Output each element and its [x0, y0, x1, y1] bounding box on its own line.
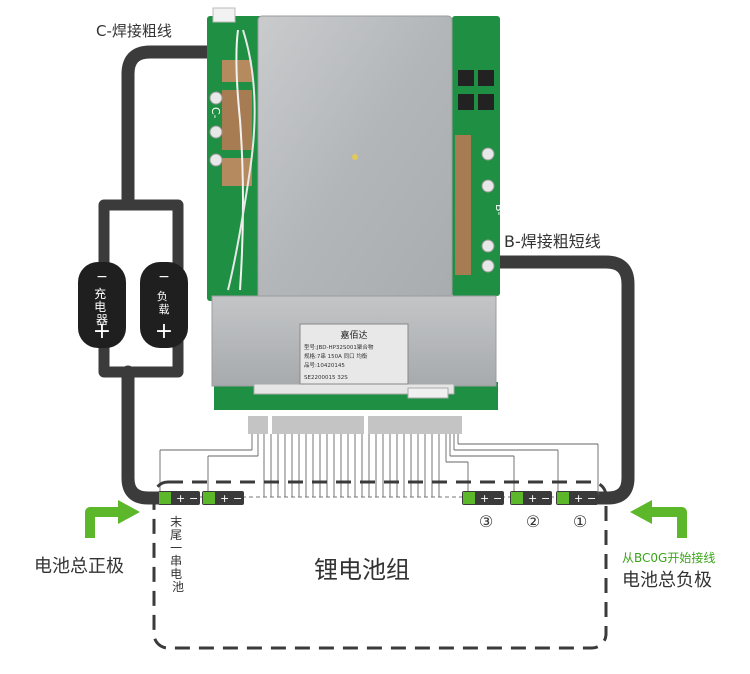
cell-2-number: ②	[526, 512, 540, 531]
parallel-branch	[98, 199, 184, 378]
c-wire-label: C-焊接粗线	[96, 22, 172, 40]
svg-text:+: +	[480, 492, 489, 505]
svg-text:−: −	[233, 492, 242, 505]
load-label: 负 载	[157, 289, 172, 316]
battery-cell: +−	[462, 491, 504, 505]
svg-text:−: −	[189, 492, 198, 505]
charger-minus: −	[96, 269, 108, 285]
cell-3-number: ③	[479, 512, 493, 531]
cell-1-number: ①	[573, 512, 587, 531]
sticker-part: 品号:10420145	[304, 362, 345, 369]
load-minus: −	[158, 269, 170, 285]
pack-title: 锂电池组	[314, 556, 410, 584]
b-wire-cable	[485, 255, 635, 505]
pad-b-label: B-	[493, 204, 506, 216]
sticker-spec: 规格:7串 150A 同口 均衡	[304, 352, 368, 360]
b-wire-label: B-焊接粗短线	[504, 232, 601, 251]
negative-arrow-icon	[650, 507, 687, 538]
positive-arrow-head-icon	[118, 500, 140, 524]
positive-total-label: 电池总正极	[34, 556, 124, 577]
battery-cell: +−	[202, 491, 244, 505]
charger-plus: +	[93, 319, 111, 344]
sticker-serial: SE2200015 32S	[304, 375, 348, 381]
svg-text:−: −	[493, 492, 502, 505]
cells: +−+−+−+−+−	[158, 491, 598, 505]
negative-total-label: 电池总负极	[622, 570, 712, 591]
svg-text:−: −	[587, 492, 596, 505]
sticker-brand: 嘉佰达	[340, 329, 367, 341]
sticker-model: 型号:JBD-HP32S001聚合物	[304, 343, 374, 351]
battery-cell: +−	[158, 491, 200, 505]
pad-c-label: C-	[209, 107, 222, 119]
bms-board: C- B-	[207, 7, 506, 410]
sense-connector	[248, 416, 462, 434]
start-note: 从BC0G开始接线	[622, 550, 715, 565]
negative-arrow-head-icon	[630, 500, 652, 524]
svg-text:+: +	[528, 492, 537, 505]
balance-sense-wires	[159, 434, 599, 497]
battery-cell: +−	[510, 491, 552, 505]
svg-text:+: +	[220, 492, 229, 505]
charger-block: − +	[78, 262, 126, 348]
c-wire-cable	[121, 45, 239, 505]
last-cell-label: 末 尾 一 串 电 池	[170, 515, 186, 594]
svg-text:+: +	[574, 492, 583, 505]
positive-arrow-icon	[85, 507, 120, 538]
svg-text:+: +	[176, 492, 185, 505]
charger-label: 充 电 器	[94, 286, 110, 327]
battery-pack-outline	[152, 480, 608, 650]
load-block: − +	[140, 262, 188, 348]
load-plus: +	[155, 319, 173, 344]
svg-text:−: −	[541, 492, 550, 505]
battery-cell: +−	[556, 491, 598, 505]
board-sticker: 嘉佰达 型号:JBD-HP32S001聚合物 规格:7串 150A 同口 均衡 …	[299, 323, 409, 385]
